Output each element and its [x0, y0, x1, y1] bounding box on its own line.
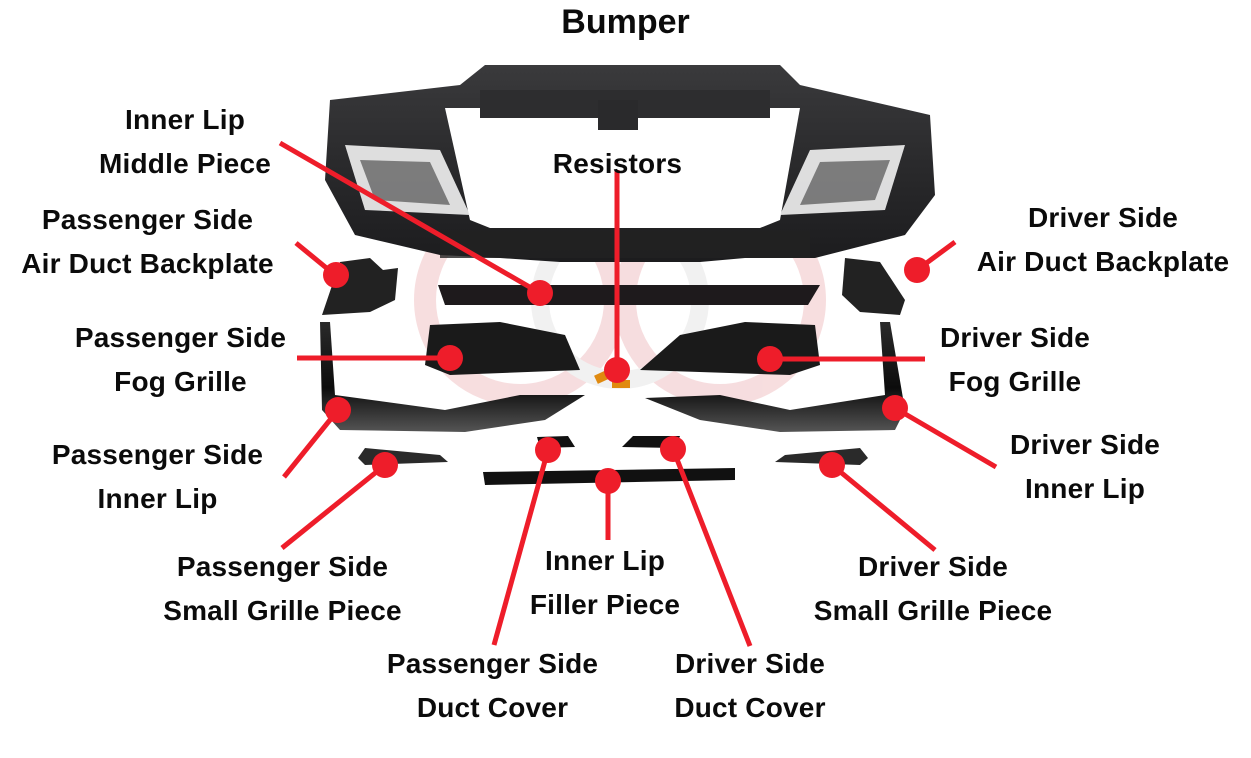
- callout-dot-driver-air-duct: [904, 257, 930, 283]
- label-passenger-small-grille: Passenger Side Small Grille Piece: [140, 545, 425, 633]
- callout-dot-passenger-small-grille: [372, 452, 398, 478]
- label-line: Passenger Side: [386, 648, 599, 679]
- callout-dot-passenger-duct-cover: [535, 437, 561, 463]
- label-driver-small-grille: Driver Side Small Grille Piece: [792, 545, 1074, 633]
- part-passenger-small-grille: [358, 448, 448, 465]
- label-line: Resistors: [552, 148, 683, 179]
- callout-dot-passenger-fog: [437, 345, 463, 371]
- label-driver-duct-cover: Driver Side Duct Cover: [655, 642, 845, 730]
- callout-dot-filler: [595, 468, 621, 494]
- label-line: Passenger Side: [74, 322, 287, 353]
- callout-line-passenger-duct-cover: [491, 449, 551, 646]
- callout-line-driver-duct-cover: [670, 448, 753, 647]
- label-line: Driver Side: [857, 551, 1009, 582]
- label-line: Air Duct Backplate: [21, 248, 274, 279]
- diagram-title: Bumper: [561, 3, 690, 41]
- part-inner-lip-middle: [438, 285, 820, 305]
- label-line: Small Grille Piece: [813, 595, 1053, 626]
- part-driver-inner-lip: [645, 322, 905, 432]
- part-driver-air-duct: [842, 258, 905, 315]
- callout-dot-passenger-air-duct: [323, 262, 349, 288]
- callout-dot-inner-lip-middle: [527, 280, 553, 306]
- part-passenger-inner-lip: [320, 322, 585, 432]
- callout-line-inner-lip-middle: [278, 140, 542, 296]
- label-inner-lip-filler: Inner Lip Filler Piece: [510, 539, 700, 627]
- callout-dot-driver-small-grille: [819, 452, 845, 478]
- label-line: Passenger Side: [176, 551, 389, 582]
- label-driver-air-duct: Driver Side Air Duct Backplate: [955, 196, 1251, 284]
- label-line: Fog Grille: [948, 366, 1082, 397]
- part-driver-small-grille: [775, 448, 868, 465]
- part-driver-fog-grille: [640, 322, 820, 375]
- label-line: Fog Grille: [114, 366, 247, 397]
- bumper-main: [325, 65, 935, 262]
- label-line: Driver Side: [1009, 429, 1161, 460]
- label-line: Duct Cover: [416, 692, 569, 723]
- callout-line-passenger-small-grille: [280, 463, 387, 550]
- label-passenger-duct-cover: Passenger Side Duct Cover: [370, 642, 615, 730]
- label-resistors: Resistors: [535, 142, 700, 186]
- label-line: Air Duct Backplate: [976, 246, 1230, 277]
- label-line: Passenger Side: [41, 204, 254, 235]
- label-passenger-fog-grille: Passenger Side Fog Grille: [58, 316, 303, 404]
- callout-dot-driver-duct-cover: [660, 436, 686, 462]
- label-inner-lip-middle: Inner Lip Middle Piece: [70, 98, 300, 186]
- label-line: Inner Lip: [97, 483, 218, 514]
- callout-line-driver-inner-lip: [893, 405, 998, 470]
- callout-dot-driver-fog: [757, 346, 783, 372]
- callout-line-driver-small-grille: [830, 463, 937, 552]
- label-line: Filler Piece: [529, 589, 681, 620]
- label-line: Driver Side: [1027, 202, 1179, 233]
- label-line: Small Grille Piece: [163, 595, 402, 626]
- label-line: Middle Piece: [98, 148, 271, 179]
- label-line: Passenger Side: [51, 439, 264, 470]
- label-line: Inner Lip: [544, 545, 666, 576]
- callout-dot-driver-inner-lip: [882, 395, 908, 421]
- label-line: Driver Side: [674, 648, 826, 679]
- label-driver-inner-lip: Driver Side Inner Lip: [990, 423, 1180, 511]
- label-line: Driver Side: [939, 322, 1091, 353]
- part-passenger-fog-grille: [425, 322, 580, 375]
- callout-lines: [278, 140, 998, 647]
- label-line: Duct Cover: [674, 692, 826, 723]
- label-passenger-inner-lip: Passenger Side Inner Lip: [35, 433, 280, 521]
- callout-dot-passenger-inner-lip: [325, 397, 351, 423]
- callout-dot-resistors: [604, 357, 630, 383]
- label-driver-fog-grille: Driver Side Fog Grille: [920, 316, 1110, 404]
- label-line: Inner Lip: [124, 104, 246, 135]
- callout-line-passenger-inner-lip: [282, 408, 340, 479]
- label-passenger-air-duct: Passenger Side Air Duct Backplate: [0, 198, 295, 286]
- label-line: Inner Lip: [1024, 473, 1146, 504]
